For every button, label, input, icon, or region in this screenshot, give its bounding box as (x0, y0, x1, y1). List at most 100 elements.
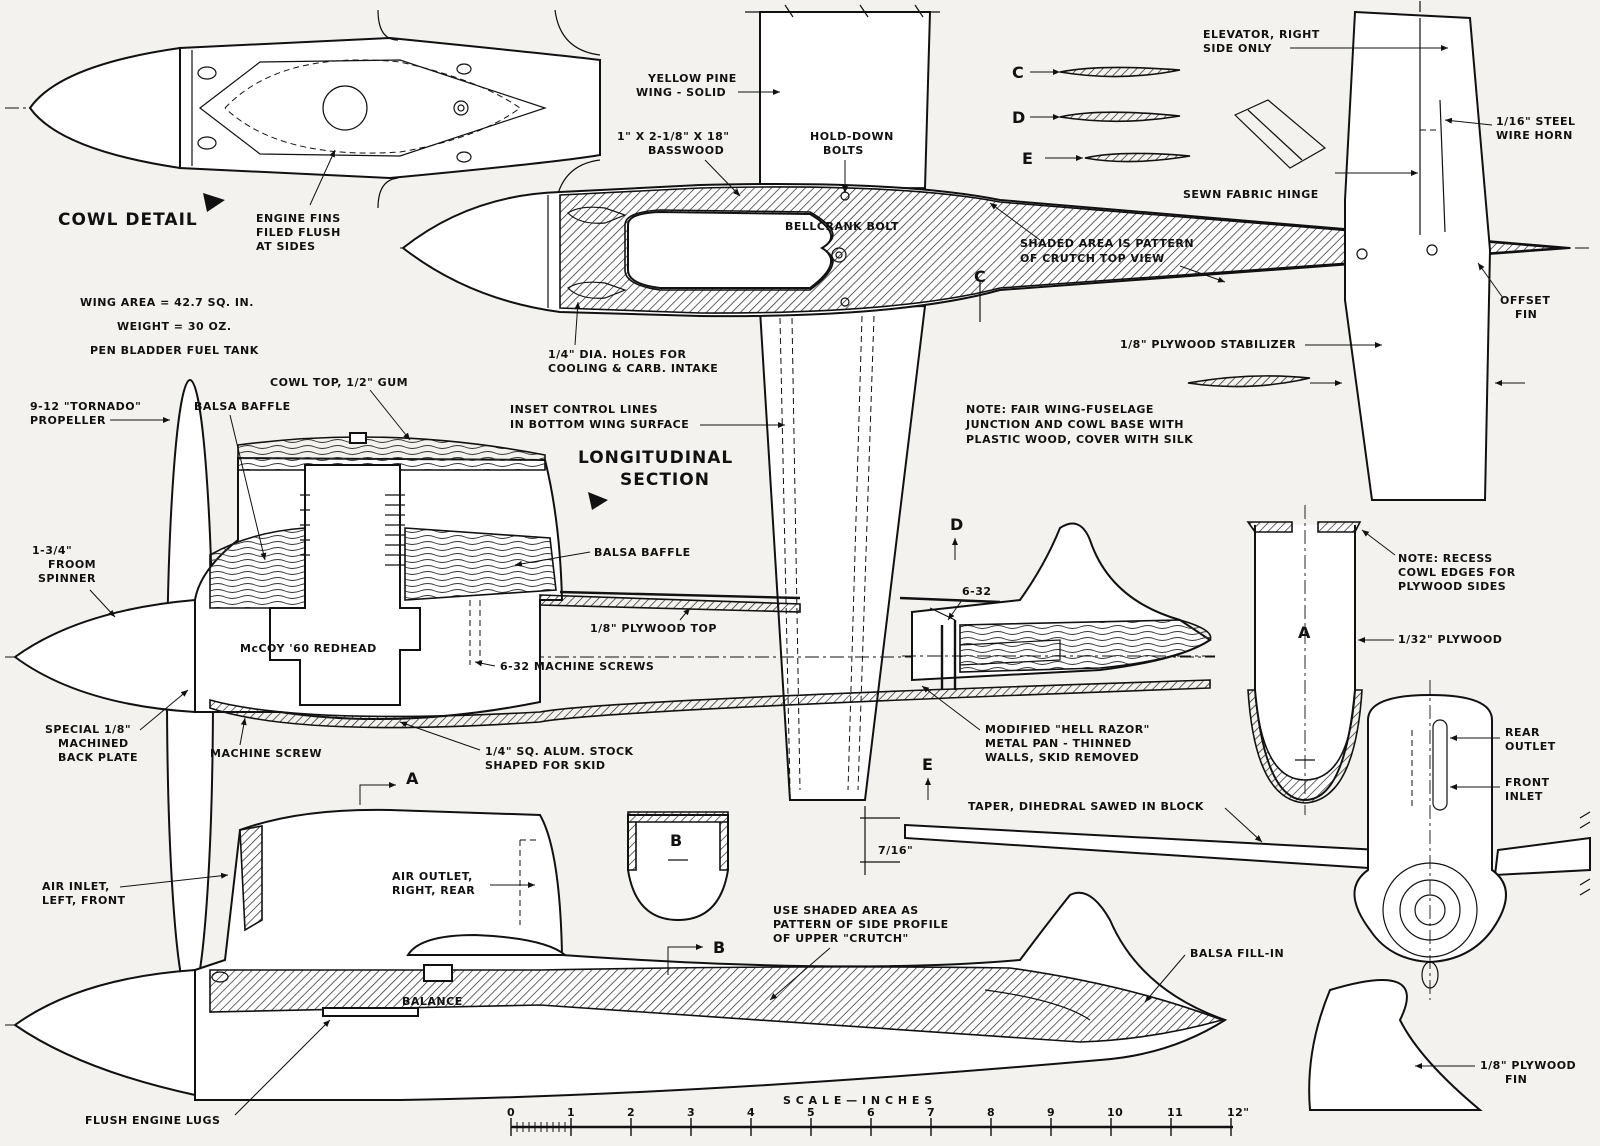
section-mark-c-top: C (974, 267, 986, 286)
svg-text:9-12 "TORNADO": 9-12 "TORNADO" (30, 400, 141, 413)
svg-text:COWL TOP, 1/2" GUM: COWL TOP, 1/2" GUM (270, 376, 408, 389)
svg-text:WING AREA = 42.7 SQ. IN.: WING AREA = 42.7 SQ. IN. (80, 296, 254, 309)
scale-tick-label: 0 (507, 1106, 515, 1119)
scale-tick-label: 5 (807, 1106, 815, 1119)
svg-text:SHAPED FOR SKID: SHAPED FOR SKID (485, 759, 606, 772)
cross-section-a: A (1246, 505, 1363, 815)
svg-text:BALSA FILL-IN: BALSA FILL-IN (1190, 947, 1284, 960)
top-view-labels: YELLOW PINE WING - SOLID 1" X 2-1/8" X 1… (510, 28, 1576, 446)
svg-text:FROOM: FROOM (48, 558, 96, 571)
svg-text:PEN BLADDER FUEL TANK: PEN BLADDER FUEL TANK (90, 344, 259, 357)
svg-text:FLUSH ENGINE LUGS: FLUSH ENGINE LUGS (85, 1114, 220, 1127)
svg-text:BELLCRANK BOLT: BELLCRANK BOLT (785, 220, 899, 233)
side-view-labels: A B AIR INLET, LEFT, FRONT AIR OUTLET, R… (42, 769, 1284, 1127)
svg-text:COWL EDGES FOR: COWL EDGES FOR (1398, 566, 1516, 579)
section-mark-d: D (1012, 108, 1025, 127)
svg-text:WING - SOLID: WING - SOLID (636, 86, 726, 99)
svg-text:7/16": 7/16" (878, 844, 913, 857)
svg-text:1/32" PLYWOOD: 1/32" PLYWOOD (1398, 633, 1502, 646)
svg-text:BACK PLATE: BACK PLATE (58, 751, 138, 764)
svg-text:JUNCTION AND COWL BASE WITH: JUNCTION AND COWL BASE WITH (965, 418, 1184, 431)
longitudinal-pointer-icon (588, 492, 608, 510)
svg-text:A: A (1298, 623, 1311, 642)
scale-tick-label: 6 (867, 1106, 875, 1119)
svg-text:SIDE ONLY: SIDE ONLY (1203, 42, 1272, 55)
front-view-labels: REAR OUTLET FRONT INLET TAPER, DIHEDRAL … (878, 726, 1576, 1086)
svg-text:NOTE: FAIR WING-FUSELAGE: NOTE: FAIR WING-FUSELAGE (966, 403, 1154, 416)
svg-text:BALANCE: BALANCE (402, 995, 463, 1008)
airfoil-sections: C D E (1012, 63, 1525, 388)
svg-text:TAPER, DIHEDRAL SAWED IN BLOCK: TAPER, DIHEDRAL SAWED IN BLOCK (968, 800, 1204, 813)
scale-tick-label: 12" (1227, 1106, 1250, 1119)
svg-text:INSET CONTROL LINES: INSET CONTROL LINES (510, 403, 658, 416)
scale-tick-label: 2 (627, 1106, 635, 1119)
svg-text:ENGINE FINS: ENGINE FINS (256, 212, 341, 225)
section-labels: 9-12 "TORNADO" PROPELLER BALSA BAFFLE CO… (30, 376, 1150, 800)
svg-text:FIN: FIN (1515, 308, 1537, 321)
svg-text:AIR OUTLET,: AIR OUTLET, (392, 870, 473, 883)
longitudinal-section (5, 379, 1215, 1001)
svg-text:BOLTS: BOLTS (823, 144, 864, 157)
scale-tick-label: 3 (687, 1106, 695, 1119)
scale-tick-label: 10 (1107, 1106, 1123, 1119)
svg-text:OF CRUTCH TOP VIEW: OF CRUTCH TOP VIEW (1020, 252, 1165, 265)
section-mark-a-side: A (406, 769, 419, 788)
longitudinal-title-1: LONGITUDINAL (578, 448, 733, 468)
svg-text:1/16" STEEL: 1/16" STEEL (1496, 115, 1576, 128)
svg-text:OF UPPER "CRUTCH": OF UPPER "CRUTCH" (773, 932, 909, 945)
section-mark-b-side: B (713, 938, 725, 957)
scale-tick-label: 9 (1047, 1106, 1055, 1119)
svg-text:METAL PAN - THINNED: METAL PAN - THINNED (985, 737, 1132, 750)
svg-text:MODIFIED "HELL RAZOR": MODIFIED "HELL RAZOR" (985, 723, 1150, 736)
scale-tick-label: 11 (1167, 1106, 1183, 1119)
svg-text:SHADED AREA IS PATTERN: SHADED AREA IS PATTERN (1020, 237, 1194, 250)
specs-block: WING AREA = 42.7 SQ. IN. WEIGHT = 30 OZ.… (80, 296, 259, 357)
longitudinal-title-2: SECTION (620, 470, 710, 490)
svg-text:LEFT, FRONT: LEFT, FRONT (42, 894, 126, 907)
section-mark-d-side: D (950, 515, 963, 534)
svg-text:1" X 2-1/8" X 18": 1" X 2-1/8" X 18" (617, 130, 729, 143)
svg-text:AT SIDES: AT SIDES (256, 240, 316, 253)
scale-tick-label: 1 (567, 1106, 575, 1119)
svg-text:AIR INLET,: AIR INLET, (42, 880, 110, 893)
svg-text:REAR: REAR (1505, 726, 1540, 739)
svg-text:1/8" PLYWOOD: 1/8" PLYWOOD (1480, 1059, 1576, 1072)
svg-text:FRONT: FRONT (1505, 776, 1550, 789)
svg-text:NOTE: RECESS: NOTE: RECESS (1398, 552, 1493, 565)
side-view (5, 808, 1228, 1101)
svg-text:1/4" SQ. ALUM. STOCK: 1/4" SQ. ALUM. STOCK (485, 745, 634, 758)
top-view (400, 1, 1590, 801)
svg-text:COOLING & CARB. INTAKE: COOLING & CARB. INTAKE (548, 362, 718, 375)
svg-text:SEWN FABRIC HINGE: SEWN FABRIC HINGE (1183, 188, 1319, 201)
svg-text:WALLS, SKID REMOVED: WALLS, SKID REMOVED (985, 751, 1139, 764)
svg-text:OUTLET: OUTLET (1505, 740, 1556, 753)
svg-text:FILED FLUSH: FILED FLUSH (256, 226, 341, 239)
svg-text:S C A L E — I N C H E S: S C A L E — I N C H E S (783, 1094, 933, 1107)
svg-text:FIN: FIN (1505, 1073, 1527, 1086)
section-mark-c: C (1012, 63, 1024, 82)
section-mark-e: E (1022, 149, 1033, 168)
svg-text:McCOY '60 REDHEAD: McCOY '60 REDHEAD (240, 642, 377, 655)
cross-section-labels: NOTE: RECESS COWL EDGES FOR PLYWOOD SIDE… (1358, 529, 1516, 646)
svg-text:BASSWOOD: BASSWOOD (648, 144, 724, 157)
svg-text:YELLOW PINE: YELLOW PINE (647, 72, 737, 85)
svg-text:6-32: 6-32 (962, 585, 992, 598)
section-mark-e-side: E (922, 755, 933, 774)
svg-text:USE SHADED AREA AS: USE SHADED AREA AS (773, 904, 919, 917)
engine-fins-label: ENGINE FINS FILED FLUSH AT SIDES (256, 212, 341, 253)
svg-text:1/8" PLYWOOD TOP: 1/8" PLYWOOD TOP (590, 622, 717, 635)
svg-text:IN BOTTOM WING SURFACE: IN BOTTOM WING SURFACE (510, 418, 689, 431)
svg-text:1/4" DIA. HOLES FOR: 1/4" DIA. HOLES FOR (548, 348, 687, 361)
svg-text:1/8" PLYWOOD STABILIZER: 1/8" PLYWOOD STABILIZER (1120, 338, 1296, 351)
front-view (860, 680, 1591, 1111)
svg-text:1-3/4": 1-3/4" (32, 544, 72, 557)
svg-text:PLYWOOD SIDES: PLYWOOD SIDES (1398, 580, 1506, 593)
svg-text:OFFSET: OFFSET (1500, 294, 1550, 307)
svg-text:MACHINED: MACHINED (58, 737, 129, 750)
cowl-detail-view (5, 9, 605, 212)
cross-section-b: B (627, 811, 729, 922)
cowl-detail-title: COWL DETAIL (58, 210, 198, 230)
